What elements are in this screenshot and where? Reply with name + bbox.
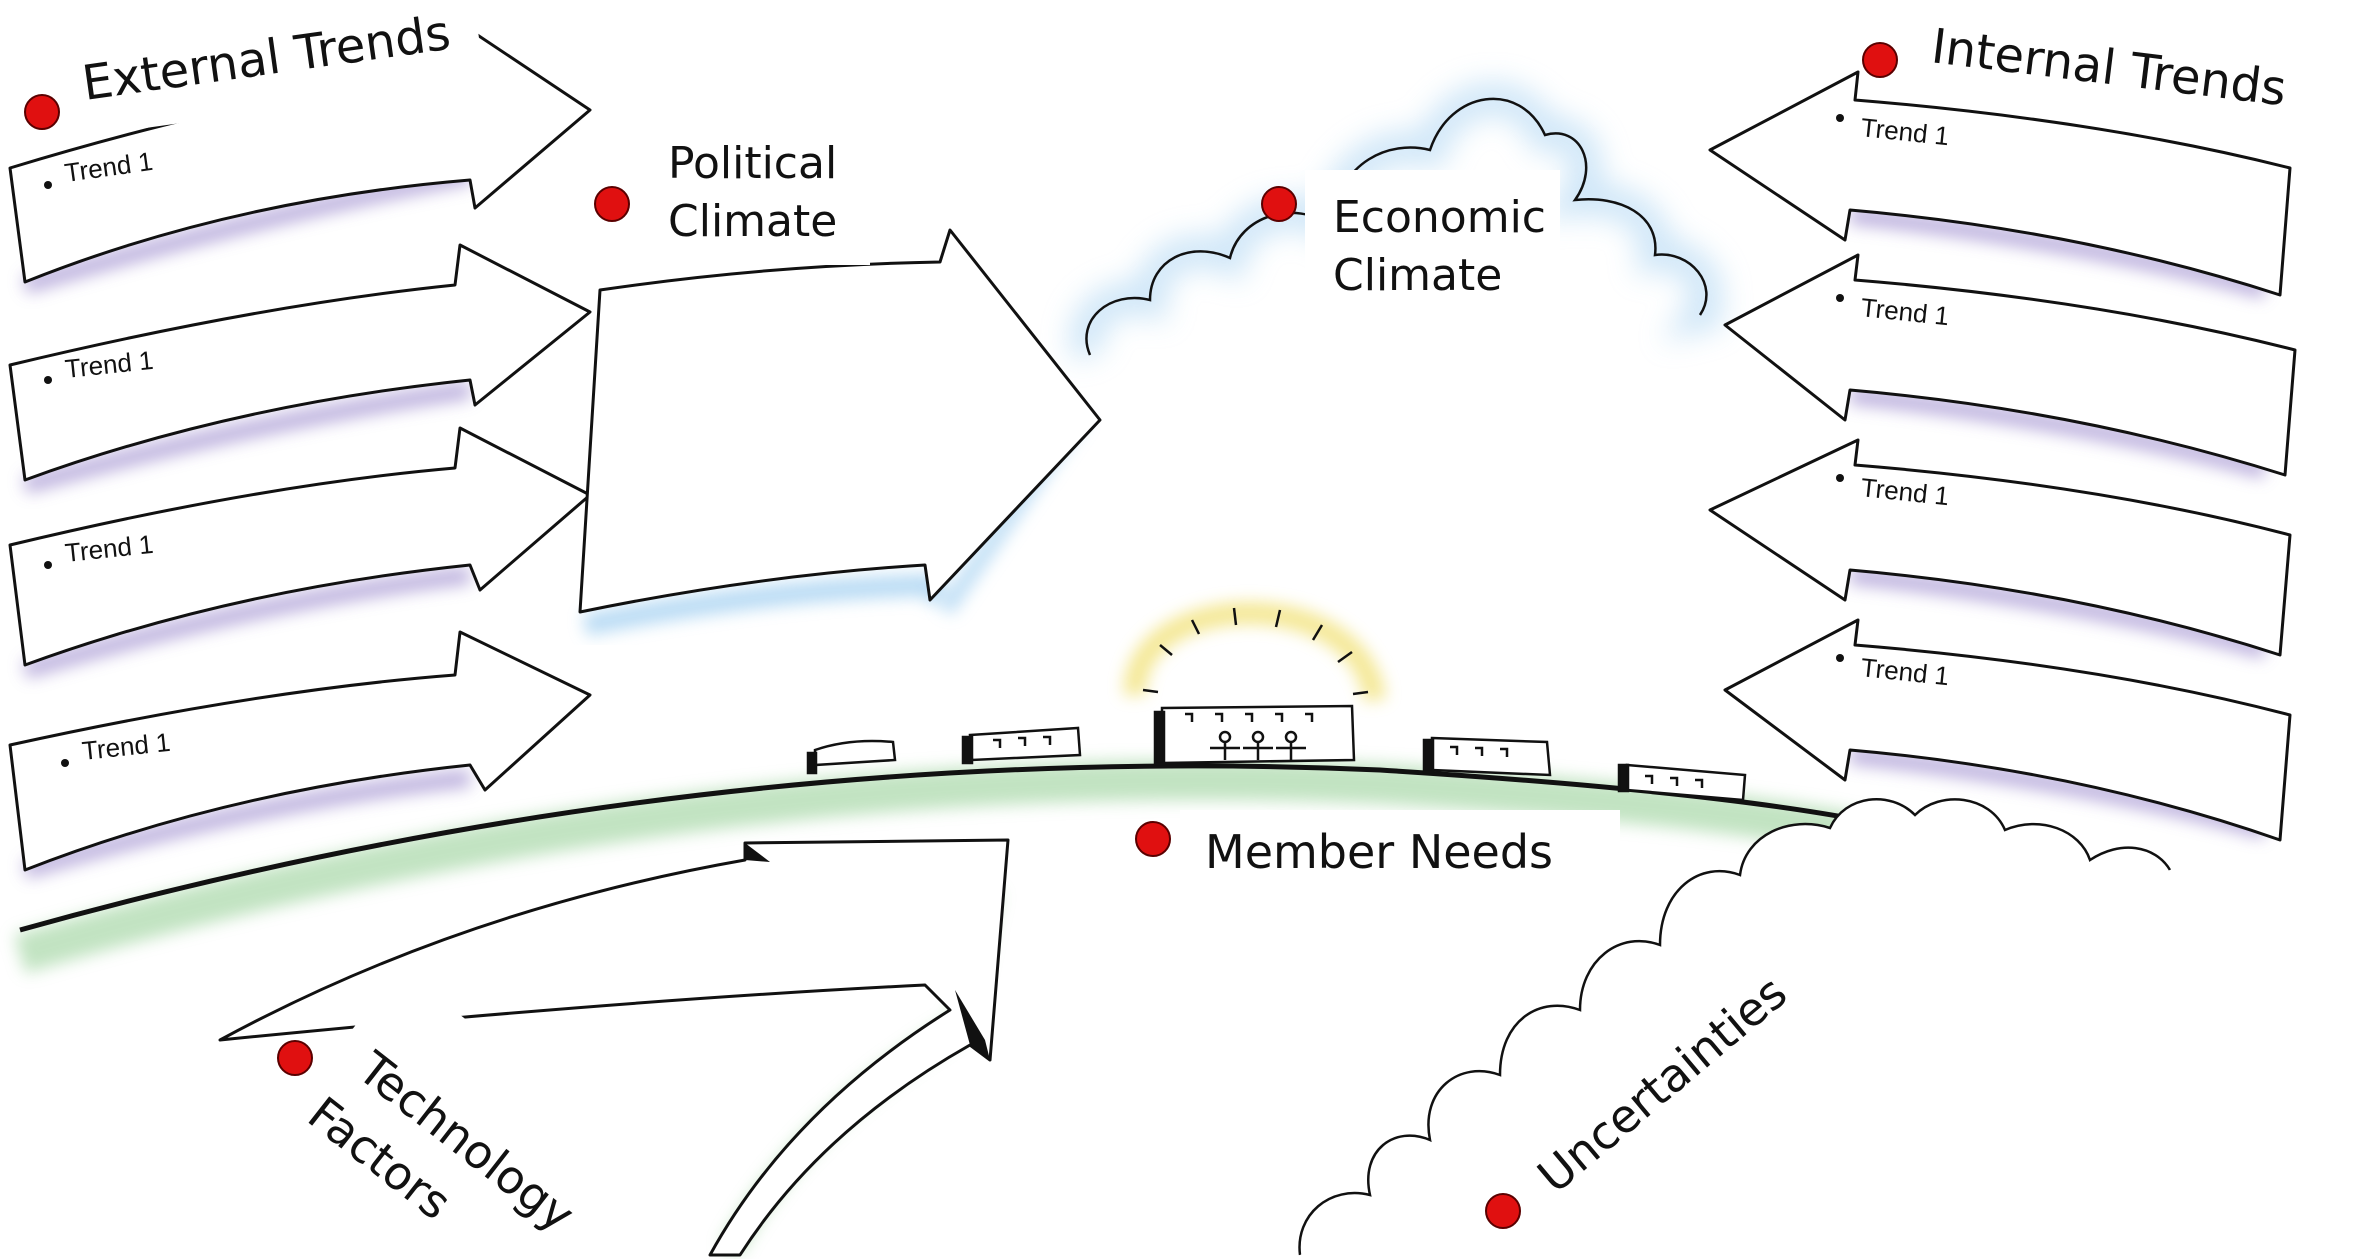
internal-arrow-4 xyxy=(1723,618,2292,842)
internal-arrow-1 xyxy=(1708,70,2292,299)
marker-internal-trends xyxy=(1862,42,1898,78)
internal-arrow-3 xyxy=(1708,438,2292,659)
economic-climate-line1: Economic xyxy=(1333,192,1546,243)
marker-economic xyxy=(1261,186,1297,222)
marker-uncertainties xyxy=(1485,1193,1521,1229)
external-arrow-3 xyxy=(8,426,592,679)
economic-climate-line2: Climate xyxy=(1333,250,1502,301)
political-climate-line1: Political xyxy=(668,138,837,189)
member-needs-label: Member Needs xyxy=(1205,825,1553,879)
marker-technology xyxy=(277,1040,313,1076)
political-arrow xyxy=(578,228,1102,636)
marker-external-trends xyxy=(24,94,60,130)
buildings xyxy=(806,704,1747,802)
marker-dots xyxy=(24,42,1898,1229)
halo-rays xyxy=(1142,607,1369,696)
marker-political xyxy=(594,186,630,222)
external-arrow-4 xyxy=(8,630,592,879)
political-climate-line2: Climate xyxy=(668,196,837,247)
internal-arrow-2 xyxy=(1723,253,2297,479)
external-arrow-2 xyxy=(8,243,592,494)
economic-cloud xyxy=(1069,81,1725,362)
technology-arrow xyxy=(218,838,1010,1257)
marker-member-needs xyxy=(1135,821,1171,857)
label-plates xyxy=(55,0,2326,1259)
halo xyxy=(1123,602,1386,702)
